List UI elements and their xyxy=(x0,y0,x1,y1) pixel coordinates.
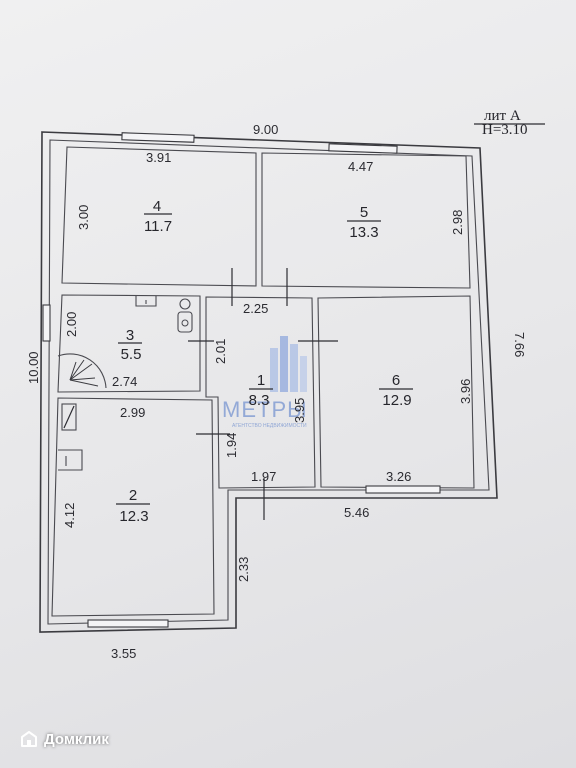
window-room-2 xyxy=(87,619,169,628)
dim-room1-inner: 3.95 xyxy=(292,398,307,423)
footer-label: Домклик xyxy=(44,730,109,748)
dim-room6-height: 3.96 xyxy=(458,379,473,404)
stove-icon xyxy=(61,403,77,431)
dim-top-total: 9.00 xyxy=(253,122,278,137)
room-4-number: 4 xyxy=(153,198,161,215)
room-5-outline xyxy=(261,152,471,289)
height-label: H=3.10 xyxy=(482,122,528,138)
room-1-number: 1 xyxy=(257,372,265,389)
window-room-4 xyxy=(121,132,195,143)
dim-room3-height: 2.00 xyxy=(64,312,79,337)
watermark-brand: МЕТРЫ xyxy=(222,397,308,422)
outer-wall-inner xyxy=(47,139,490,625)
lit-label: лит А xyxy=(484,108,521,124)
dim-room6-width: 3.26 xyxy=(386,469,411,484)
watermark-bar xyxy=(270,348,278,392)
room-3-number: 3 xyxy=(126,327,134,344)
watermark-bar xyxy=(280,336,288,392)
room-6-number: 6 xyxy=(392,372,400,389)
room-3-outline xyxy=(57,294,201,393)
dim-left-total: 10.00 xyxy=(26,351,41,384)
window-room-5 xyxy=(328,143,398,154)
room-2-number: 2 xyxy=(129,487,137,504)
house-icon xyxy=(21,731,37,747)
dim-room3-width: 2.74 xyxy=(112,374,137,389)
room-4-area: 11.7 xyxy=(144,218,172,235)
room-3-area: 5.5 xyxy=(121,346,142,363)
room-6-area: 12.9 xyxy=(382,392,411,409)
dim-bottom-left: 3.55 xyxy=(111,646,136,661)
room-2-outline xyxy=(51,397,215,617)
stove-icon-diagonal xyxy=(63,405,75,429)
dim-bottom-right: 5.46 xyxy=(344,505,369,520)
dim-room5-width: 4.47 xyxy=(348,159,373,174)
watermark-tagline: АГЕНТСТВО НЕДВИЖИМОСТИ xyxy=(232,423,307,429)
watermark-bar xyxy=(290,344,298,392)
dim-room5-height: 2.98 xyxy=(450,210,465,235)
dim-room4-width: 3.91 xyxy=(146,150,171,165)
window-room-6 xyxy=(365,485,441,494)
room-5-area: 13.3 xyxy=(349,224,378,241)
domklik-footer: Домклик xyxy=(20,730,109,748)
shower-arc-icon xyxy=(57,353,107,389)
dim-right-total: 7.66 xyxy=(512,332,527,357)
dim-room2-height: 4.12 xyxy=(62,503,77,528)
room-5-number: 5 xyxy=(360,204,368,221)
room-1-outline xyxy=(205,296,316,489)
dim-room2-width: 2.99 xyxy=(120,405,145,420)
dim-room1-bottom: 1.97 xyxy=(251,469,276,484)
room-6-outline xyxy=(317,295,475,489)
dim-room2-right: 2.33 xyxy=(236,557,251,582)
room-1-area: 8.3 xyxy=(249,392,270,409)
toilet-icon xyxy=(177,311,193,333)
dim-room1-lower: 1.94 xyxy=(224,433,239,458)
toilet-tank-icon xyxy=(179,298,191,310)
dim-room1-height: 2.01 xyxy=(213,339,228,364)
dim-room1-width-top: 2.25 xyxy=(243,301,268,316)
shower-icon xyxy=(69,359,99,387)
room-4-outline xyxy=(61,146,257,287)
watermark: МЕТРЫ АГЕНТСТВО НЕДВИЖИМОСТИ xyxy=(222,336,308,429)
outer-wall xyxy=(39,131,498,633)
heater-icon xyxy=(58,449,83,471)
watermark-bar xyxy=(300,356,307,392)
dim-room4-height: 3.00 xyxy=(76,205,91,230)
toilet-bowl-icon xyxy=(181,319,189,327)
sink-icon xyxy=(135,296,157,307)
window-room-3 xyxy=(42,304,51,342)
room-2-area: 12.3 xyxy=(119,508,148,525)
